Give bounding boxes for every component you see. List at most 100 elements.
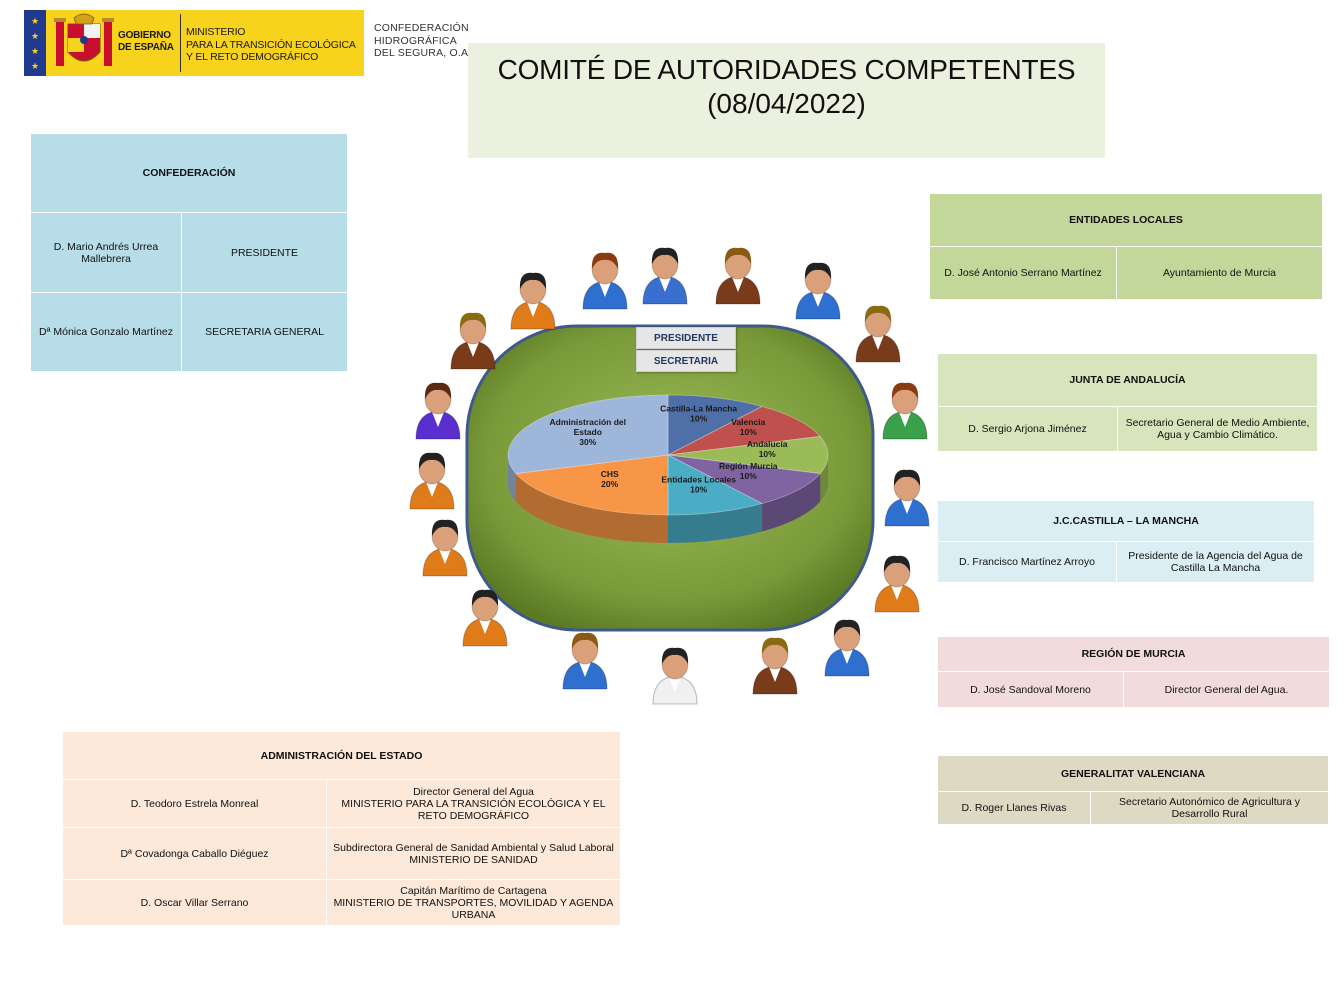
person-icon [855, 305, 901, 363]
person-hair [519, 272, 547, 289]
person-hair [864, 305, 892, 322]
person-icon [422, 519, 468, 577]
pie-slice-side [762, 473, 821, 532]
person-hair [471, 589, 499, 606]
person-icon [462, 589, 508, 647]
person-hair [893, 469, 921, 486]
person-collar [439, 549, 451, 564]
person-hair [804, 262, 832, 279]
attendees-group [409, 247, 930, 705]
member-role: Director General del Agua MINISTERIO PAR… [326, 779, 621, 828]
estado-header: ADMINISTRACIÓN DEL ESTADO [62, 731, 621, 780]
person-hair [661, 647, 689, 664]
person-hair [761, 637, 789, 654]
person-collar [599, 282, 611, 297]
pie-slice [515, 454, 669, 516]
person-collar [901, 499, 913, 514]
confederacion-header: CONFEDERACIÓN [29, 133, 349, 213]
member-name: D. Sergio Arjona Jiménez [937, 406, 1118, 452]
person-collar [467, 342, 479, 357]
pie-slice [667, 436, 829, 474]
person-icon [874, 555, 920, 613]
member-name: D. Teodoro Estrela Monreal [62, 779, 327, 828]
person-collar [659, 277, 671, 292]
member-role-title: Subdirectora General de Sanidad Ambienta… [333, 841, 614, 854]
member-role: PRESIDENTE [180, 212, 349, 293]
member-role-org: MINISTERIO DE SANIDAD [409, 853, 538, 866]
pie-slice-side [668, 503, 763, 543]
person-collar [732, 277, 744, 292]
member-name: D. Roger Llanes Rivas [937, 791, 1091, 825]
member-name: D. Oscar Villar Serrano [62, 879, 327, 926]
person-collar [426, 482, 438, 497]
person-collar [891, 585, 903, 600]
person-icon [415, 382, 461, 440]
person-icon [795, 262, 841, 320]
pie-slice [667, 406, 821, 456]
member-role: SECRETARIA GENERAL [180, 292, 349, 372]
person-collar [479, 619, 491, 634]
page-date: (08/04/2022) [707, 88, 866, 119]
gobierno-de-espana-label: GOBIERNO DE ESPAÑA [118, 30, 174, 53]
member-name: D. José Sandoval Moreno [937, 671, 1124, 708]
person-collar [872, 335, 884, 350]
eu-flag-stripe [24, 10, 46, 76]
pie-slice [667, 454, 764, 516]
pie-slice [667, 454, 821, 504]
person-collar [769, 667, 781, 682]
member-role-title: Director General del Agua [413, 785, 534, 798]
entidades-locales-table: ENTIDADES LOCALES D. José Antonio Serran… [928, 193, 1324, 300]
person-icon [582, 252, 628, 310]
person-hair [724, 247, 752, 264]
pie-slice-side [508, 455, 516, 502]
person-hair [431, 519, 459, 536]
member-role: Subdirectora General de Sanidad Ambienta… [326, 827, 621, 880]
andalucia-table: JUNTA DE ANDALUCÍA D. Sergio Arjona Jimé… [937, 353, 1318, 452]
person-icon [752, 637, 798, 695]
person-icon [882, 382, 928, 440]
member-role: Ayuntamiento de Murcia [1115, 246, 1324, 300]
logo-divider [180, 14, 181, 72]
eu-stars-icon: ★★★★ [30, 16, 40, 71]
person-hair [833, 619, 861, 636]
ministry-label: MINISTERIO PARA LA TRANSICIÓN ECOLÓGICA … [186, 26, 356, 63]
confederacion-table: CONFEDERACIÓN D. Mario Andrés Urrea Mall… [29, 133, 349, 372]
member-name: D. Francisco Martínez Arroyo [937, 541, 1117, 583]
valenciana-header: GENERALITAT VALENCIANA [936, 755, 1330, 792]
member-role: Secretario Autonómico de Agricultura y D… [1089, 791, 1330, 825]
administracion-estado-table: ADMINISTRACIÓN DEL ESTADO D. Teodoro Est… [62, 731, 621, 926]
person-hair [459, 312, 487, 329]
title-box: COMITÉ DE AUTORIDADES COMPETENTES (08/04… [468, 43, 1105, 158]
person-hair [571, 632, 599, 649]
person-hair [424, 382, 452, 399]
coat-of-arms-icon [54, 13, 114, 66]
person-collar [669, 677, 681, 692]
person-collar [812, 292, 824, 307]
member-role: Presidente de la Agencia del Agua de Cas… [1115, 541, 1316, 583]
pie-slice [667, 394, 764, 456]
presidente-label: PRESIDENTE [636, 327, 736, 349]
person-hair [651, 247, 679, 264]
generalitat-valenciana-table: GENERALITAT VALENCIANA D. Roger Llanes R… [936, 755, 1330, 825]
member-role-org: MINISTERIO DE TRANSPORTES, MOVILIDAD Y A… [333, 896, 614, 921]
person-collar [899, 412, 911, 427]
person-icon [824, 619, 870, 677]
person-icon [562, 632, 608, 690]
person-collar [432, 412, 444, 427]
region-murcia-table: REGIÓN DE MURCIA D. José Sandoval Moreno… [937, 636, 1330, 708]
person-icon [715, 247, 761, 305]
person-collar [579, 662, 591, 677]
member-name: D. Mario Andrés Urrea Mallebrera [30, 212, 182, 293]
chs-label: CONFEDERACIÓN HIDROGRÁFICA DEL SEGURA, O… [374, 22, 472, 59]
person-collar [841, 649, 853, 664]
person-icon [652, 647, 698, 705]
member-role: Capitán Marítimo de Cartagena MINISTERIO… [326, 879, 621, 926]
member-role-org: MINISTERIO PARA LA TRANSICIÓN ECOLÓGICA … [341, 797, 606, 822]
person-icon [510, 272, 556, 330]
